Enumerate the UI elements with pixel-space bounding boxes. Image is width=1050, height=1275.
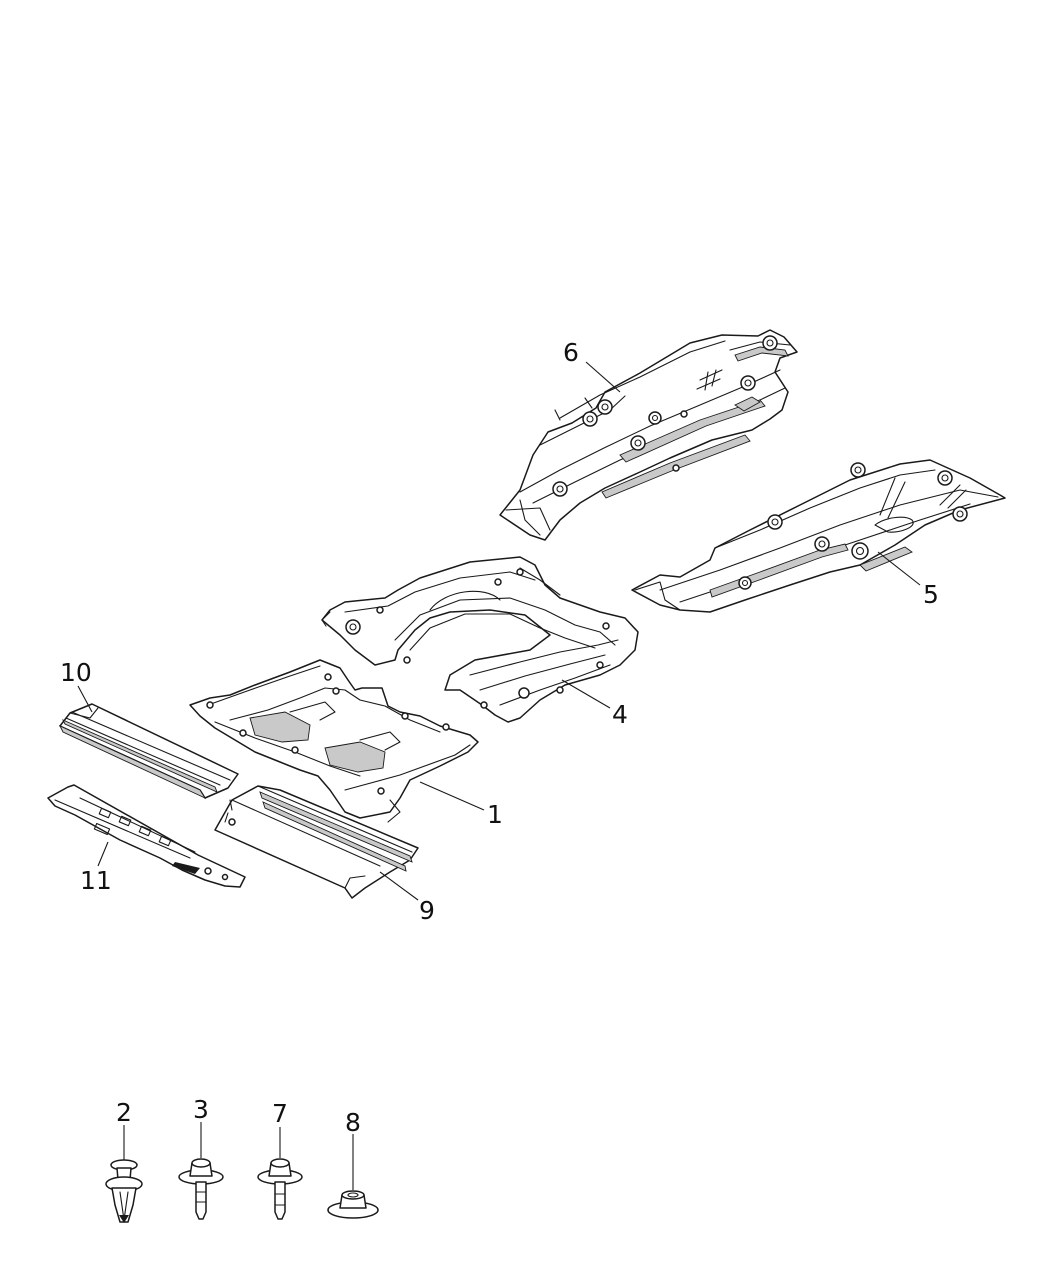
part-2-push-pin-retainer — [105, 1159, 143, 1223]
leader-10 — [77, 685, 93, 713]
callout-3: 3 — [193, 1095, 209, 1124]
callout-5: 5 — [923, 580, 939, 609]
part-3-hex-bolt — [178, 1158, 224, 1220]
callout-9: 9 — [419, 896, 435, 925]
leader-5 — [877, 551, 921, 586]
part-10-cross-strip — [59, 703, 239, 800]
part-1-skid-plate — [189, 659, 479, 823]
part-4-skid-plate — [321, 556, 639, 723]
leader-4 — [561, 679, 611, 709]
leader-6 — [585, 361, 621, 393]
part-9-cross-strip — [214, 785, 419, 899]
callout-6: 6 — [563, 338, 579, 367]
leader-9 — [379, 871, 419, 901]
leader-lines — [77, 361, 921, 1190]
part-6-underbody-shield — [499, 329, 798, 541]
callout-4: 4 — [612, 700, 628, 729]
leader-11 — [97, 841, 109, 867]
part-5-underbody-shield — [631, 459, 1006, 613]
callout-11: 11 — [80, 866, 112, 895]
part-11-lower-strip — [47, 784, 246, 888]
callout-7: 7 — [272, 1099, 288, 1128]
leader-1 — [419, 781, 485, 811]
callout-1: 1 — [487, 800, 503, 829]
callout-2: 2 — [116, 1098, 132, 1127]
callout-10: 10 — [60, 658, 92, 687]
part-7-hex-bolt — [257, 1158, 303, 1220]
callout-8: 8 — [345, 1108, 361, 1137]
part-8-flange-nut — [327, 1190, 379, 1219]
